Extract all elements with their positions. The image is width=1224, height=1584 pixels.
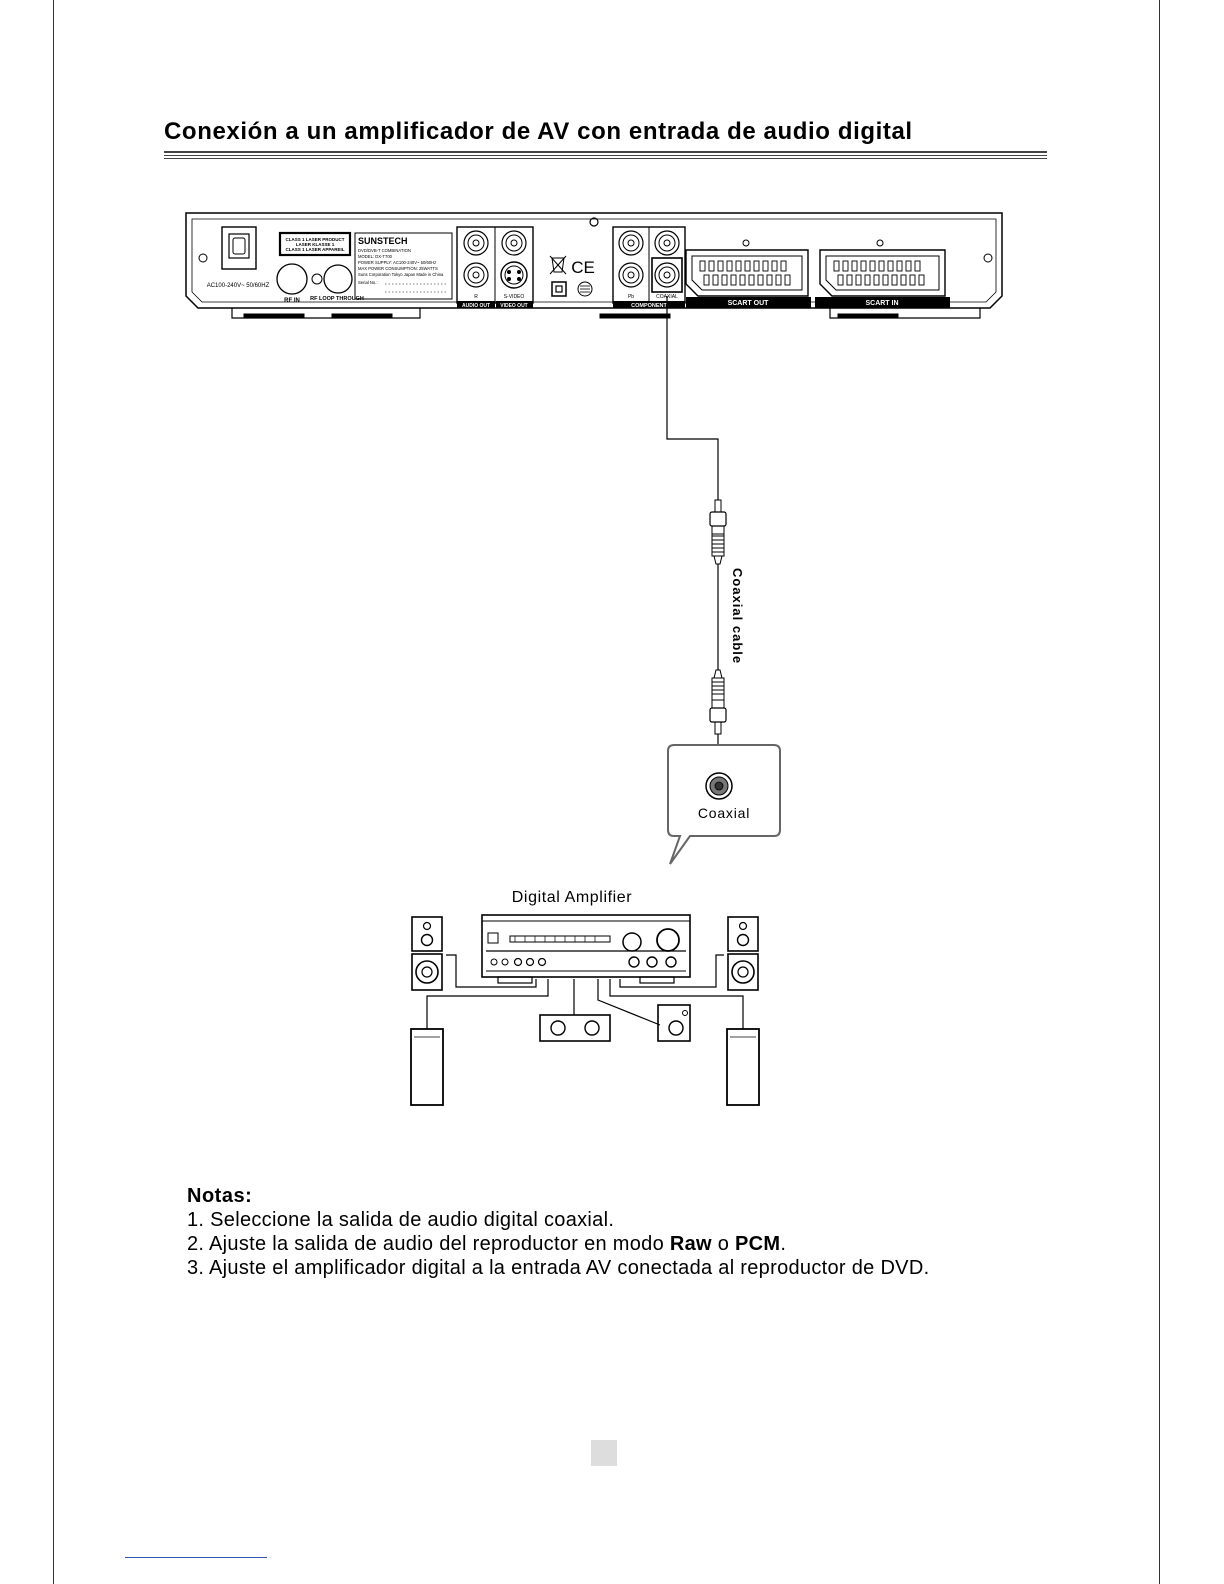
ce-mark-icon: CE	[571, 258, 595, 277]
coaxial-out-jack	[654, 262, 680, 288]
power-label: AC100-240V~ 50/60HZ	[207, 283, 270, 289]
title-rule-top	[164, 151, 1047, 153]
laser-warning-label	[278, 231, 352, 257]
rf-loop-port	[323, 264, 353, 294]
note-2-pcm: PCM	[735, 1233, 781, 1255]
amplifier-unit	[481, 914, 691, 984]
center-speaker	[539, 1014, 611, 1042]
scart-out-port	[685, 249, 809, 297]
rating-line: MAX POWER CONSUMPTION: 25WATTS	[358, 266, 438, 271]
scart-in-label: SCART IN	[865, 300, 898, 307]
coaxial-cable	[666, 296, 727, 746]
note-item-3: 3. Ajuste el amplificador digital a la e…	[187, 1257, 930, 1279]
brand-logo: SUNSTECH	[358, 236, 408, 246]
laser-label-line: LASER KLASSE 1	[296, 242, 335, 247]
note-item-1: 1. Seleccione la salida de audio digital…	[187, 1209, 615, 1231]
speaker-wires	[426, 954, 744, 1029]
pb-label: Pb	[628, 294, 634, 300]
page-border-right	[1159, 0, 1160, 1584]
component-label: COMPONENT	[631, 303, 667, 309]
weee-bin-icon	[549, 255, 567, 275]
rear-left-speaker	[410, 1028, 444, 1106]
note-2-text: 2. Ajuste la salida de audio del reprodu…	[187, 1233, 670, 1255]
rca-plug-lower	[709, 669, 727, 735]
title-rule-bottom	[164, 158, 1047, 159]
laser-label-line: CLASS 1 LASER APPAREIL	[285, 247, 344, 252]
front-right-speaker	[727, 916, 759, 991]
page-number-box	[591, 1440, 617, 1466]
rf-in-port	[276, 263, 308, 295]
front-left-speaker	[411, 916, 443, 991]
notes-title: Notas:	[187, 1185, 253, 1207]
amplifier-label: Digital Amplifier	[512, 889, 633, 906]
led-indicator	[311, 273, 323, 285]
rating-line: POWER SUPPLY: AC100-240V~ 50/60Hz	[358, 260, 436, 265]
component-y-jack	[618, 230, 644, 256]
video-out-jack	[501, 230, 527, 256]
coaxial-callout-label: Coaxial	[698, 805, 750, 821]
note-2-raw: Raw	[669, 1233, 712, 1255]
coaxial-cable-label: Coaxial cable	[730, 568, 745, 664]
rating-plate	[354, 232, 453, 300]
s-video-label: S-VIDEO	[504, 294, 525, 300]
coaxial-input-callout: Coaxial	[667, 744, 781, 865]
rating-line: Serial No.:	[358, 280, 378, 285]
audio-out-left-jack	[463, 230, 489, 256]
double-insulation-icon	[551, 281, 567, 297]
rca-plug-upper	[709, 499, 727, 565]
power-switch-icon	[221, 226, 257, 270]
rating-line: MODEL: DX-T700	[358, 254, 393, 259]
notes-section: Notas: 1. Seleccione la salida de audio …	[187, 1184, 929, 1280]
rf-in-label: RF IN	[284, 298, 300, 304]
audio-out-label: AUDIO OUT	[462, 303, 490, 309]
title-rule-mid	[164, 155, 1047, 156]
scart-in-port	[819, 249, 946, 297]
note-item-2: 2. Ajuste la salida de audio del reprodu…	[187, 1232, 929, 1256]
note-2-end: .	[780, 1233, 787, 1255]
subwoofer	[657, 1004, 691, 1042]
s-video-jack	[500, 261, 528, 289]
rating-line: Suns Corporation Tokyo Japan Made in Chi…	[358, 272, 444, 277]
audio-out-right-jack	[463, 262, 489, 288]
laser-label-line: CLASS 1 LASER PRODUCT	[285, 237, 344, 242]
dvd-player-rear-panel: AC100-240V~ 50/60HZ CLASS 1 LASER PRODUC…	[185, 212, 1003, 319]
rear-right-speaker	[726, 1028, 760, 1106]
audio-r-label: R	[474, 294, 478, 300]
footer-link-line	[125, 1557, 267, 1558]
scart-out-label: SCART OUT	[728, 300, 770, 307]
page-title: Conexión a un amplificador de AV con ent…	[164, 118, 913, 145]
page-border-left	[53, 0, 54, 1584]
rating-line: DVD/DVB-T COMBINATION	[358, 248, 411, 253]
component-pr-jack	[654, 230, 680, 256]
amplifier-setup	[410, 914, 760, 1106]
note-2-conj: o	[711, 1233, 736, 1255]
video-out-label: VIDEO OUT	[500, 303, 528, 309]
component-pb-jack	[618, 262, 644, 288]
rf-loop-label: RF LOOP THROUGH	[310, 296, 364, 302]
certification-mark-icon	[577, 281, 593, 297]
